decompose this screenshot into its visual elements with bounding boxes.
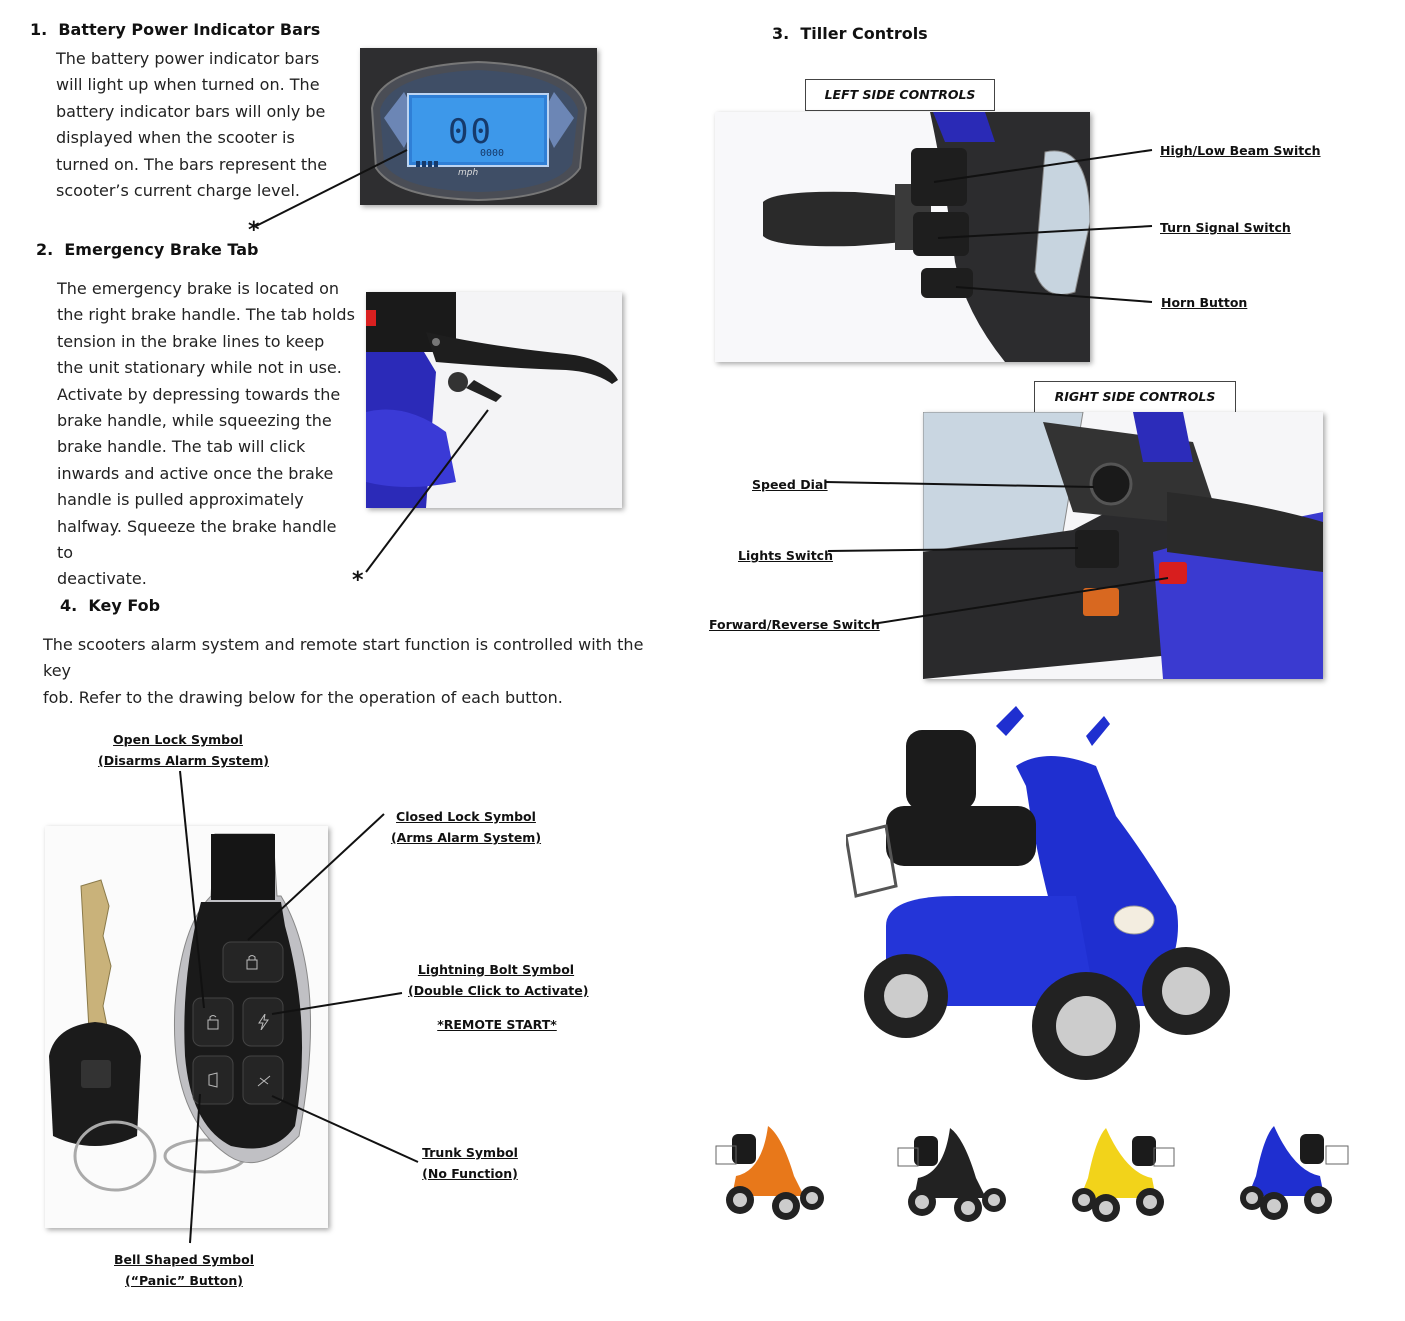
brake-heading: 2. Emergency Brake Tab	[36, 240, 259, 259]
trunk-icon[interactable]	[256, 1072, 272, 1092]
keyfob-paragraph: The scooters alarm system and remote sta…	[43, 635, 644, 707]
brake-paragraph: The emergency brake is located on the ri…	[57, 279, 355, 589]
brake-photo	[366, 292, 622, 508]
open-lock-icon[interactable]	[206, 1014, 220, 1034]
right-controls-photo	[923, 412, 1323, 679]
closed-lock-icon[interactable]	[245, 954, 259, 974]
label-turn-signal: Turn Signal Switch	[1160, 220, 1291, 235]
display-unit: mph	[458, 168, 479, 178]
keyfob-photo	[45, 826, 328, 1228]
battery-asterisk: *	[248, 218, 260, 243]
display-odometer: 0000	[480, 148, 505, 159]
display-speed: 00	[448, 112, 493, 152]
label-forward-reverse: Forward/Reverse Switch	[709, 617, 880, 632]
label-open-lock: Open Lock Symbol (Disarms Alarm System)	[98, 732, 269, 768]
label-bell: Bell Shaped Symbol (“Panic” Button)	[114, 1252, 254, 1288]
dashboard-photo: 00 0000 mph	[360, 48, 597, 205]
tiller-heading: 3. Tiller Controls	[772, 24, 928, 43]
label-speed-dial: Speed Dial	[752, 477, 828, 492]
yellow-scooter-image	[1066, 1118, 1178, 1222]
brake-asterisk: *	[352, 568, 364, 593]
label-high-low-beam: High/Low Beam Switch	[1160, 143, 1321, 158]
battery-paragraph: The battery power indicator bars will li…	[56, 49, 328, 201]
orange-scooter-image	[712, 1116, 824, 1220]
keyfob-heading: 4. Key Fob	[60, 596, 161, 615]
blue-scooter-small-image	[1234, 1116, 1352, 1220]
label-closed-lock: Closed Lock Symbol (Arms Alarm System)	[390, 809, 542, 845]
label-horn: Horn Button	[1161, 295, 1248, 310]
blue-scooter-image	[844, 706, 1236, 1096]
lightning-bolt-icon[interactable]	[256, 1013, 270, 1034]
bell-icon[interactable]	[206, 1072, 220, 1092]
label-lights-switch: Lights Switch	[738, 548, 833, 563]
left-side-tag: LEFT SIDE CONTROLS	[805, 79, 995, 111]
label-remote-start: *REMOTE START*	[437, 1017, 557, 1032]
right-side-tag: RIGHT SIDE CONTROLS	[1034, 381, 1236, 413]
black-scooter-image	[894, 1118, 1006, 1222]
label-trunk: Trunk Symbol (No Function)	[422, 1145, 518, 1181]
left-controls-photo	[715, 112, 1090, 362]
label-lightning: Lightning Bolt Symbol (Double Click to A…	[408, 962, 589, 998]
battery-bars-icon	[416, 152, 442, 171]
battery-heading: 1. Battery Power Indicator Bars	[30, 20, 321, 39]
